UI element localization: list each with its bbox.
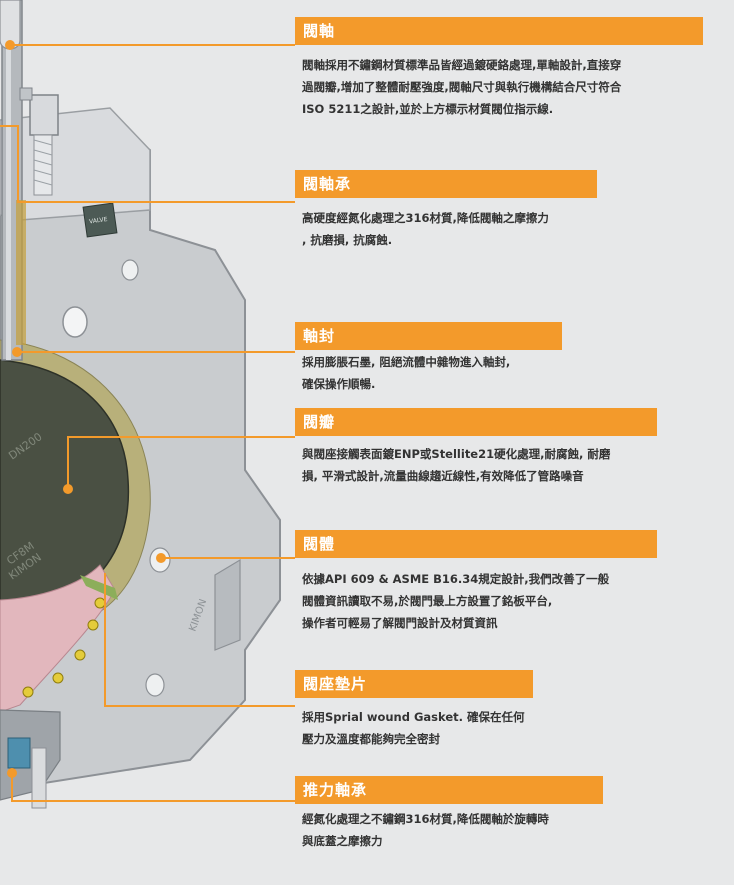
stem-packing [16, 200, 26, 345]
bolt-hole [121, 259, 139, 281]
leader-seal [16, 351, 295, 353]
desc-line: 過閥瓣,增加了整體耐壓強度,閥軸尺寸與執行機構結合尺寸符合 [302, 80, 622, 94]
part-desc-disc: 與閥座接觸表面鍍ENP或Stellite21硬化處理,耐腐蝕, 耐磨 損, 平滑… [302, 443, 610, 487]
thrust-bearing [7, 737, 31, 769]
leader-dot-stem [5, 40, 15, 50]
leader-thrust [11, 772, 13, 802]
desc-line: 採用Sprial wound Gasket. 確保在任何 [302, 710, 525, 724]
bolt-hole [62, 306, 88, 338]
part-title: 閥瓣 [303, 413, 336, 431]
leader-gasket [104, 705, 295, 707]
desc-line: , 抗磨損, 抗腐蝕. [302, 233, 393, 247]
leader-dot-body [156, 553, 166, 563]
desc-line: 經氮化處理之不鏽鋼316材質,降低閥軸於旋轉時 [302, 812, 549, 826]
desc-line: 依據API 609 & ASME B16.34規定設計,我們改善了一般 [302, 572, 610, 586]
part-desc-bearing: 高硬度經氮化處理之316材質,降低閥軸之摩擦力 , 抗磨損, 抗腐蝕. [302, 207, 549, 251]
desc-line: 操作者可輕易了解閥門設計及材質資訊 [302, 616, 498, 630]
leader-bearing [17, 201, 295, 203]
part-desc-seal: 採用膨脹石墨, 阻絕流體中雜物進入軸封, 確保操作順暢. [302, 351, 510, 395]
leader-body [165, 557, 295, 559]
leader-bearing [17, 125, 19, 203]
desc-line: 壓力及溫度都能夠完全密封 [302, 732, 440, 746]
gasket-bolt [87, 619, 99, 631]
part-header-bearing: 閥軸承 [295, 170, 597, 198]
part-header-thrust: 推力軸承 [295, 776, 603, 804]
gasket-bolt [22, 686, 34, 698]
part-title: 閥軸承 [303, 175, 352, 193]
desc-line: 採用膨脹石墨, 阻絕流體中雜物進入軸封, [302, 355, 511, 369]
name-plate [82, 202, 118, 238]
part-desc-body: 依據API 609 & ASME B16.34規定設計,我們改善了一般 閥體資訊… [302, 568, 609, 634]
leader-thrust [11, 800, 295, 802]
part-title: 閥座墊片 [303, 675, 368, 693]
desc-line: 損, 平滑式設計,流量曲線趨近線性,有效降低了管路噪音 [302, 469, 584, 483]
leader-dot-disc [63, 484, 73, 494]
top-nut [29, 94, 59, 136]
gasket-bolt [52, 672, 64, 684]
desc-line: 閥軸採用不鏽鋼材質標準品皆經過鍍硬鉻處理,單軸設計,直接穿 [302, 58, 622, 72]
desc-line: 閥體資訊讀取不易,於閥門最上方設置了銘板平台, [302, 594, 553, 608]
leader-dot-thrust [7, 768, 17, 778]
desc-line: ISO 5211之設計,並於上方標示材質閥位指示線. [302, 102, 554, 116]
name-plate-text: VALVE [89, 216, 108, 226]
desc-line: 確保操作順暢. [302, 377, 376, 391]
top-stud-threads [33, 139, 53, 186]
part-desc-gasket: 採用Sprial wound Gasket. 確保在任何 壓力及溫度都能夠完全密… [302, 706, 525, 750]
part-title: 推力軸承 [303, 781, 368, 799]
part-title: 軸封 [303, 327, 336, 345]
part-header-disc: 閥瓣 [295, 408, 657, 436]
body-lug [214, 558, 241, 651]
leader-bearing [0, 125, 18, 127]
part-desc-thrust: 經氮化處理之不鏽鋼316材質,降低閥軸於旋轉時 與底蓋之摩擦力 [302, 808, 549, 852]
desc-line: 高硬度經氮化處理之316材質,降低閥軸之摩擦力 [302, 211, 549, 225]
leader-gasket [104, 573, 106, 707]
leader-dot-seal [12, 347, 22, 357]
part-header-gasket: 閥座墊片 [295, 670, 533, 698]
part-header-body: 閥體 [295, 530, 657, 558]
part-desc-stem: 閥軸採用不鏽鋼材質標準品皆經過鍍硬鉻處理,單軸設計,直接穿 過閥瓣,增加了整體耐… [302, 54, 621, 120]
bolt-hole [145, 673, 165, 697]
part-title: 閥體 [303, 535, 336, 553]
part-title: 閥軸 [303, 22, 336, 40]
packing-gland [19, 87, 33, 101]
gasket-bolt [74, 649, 86, 661]
stem-highlight [6, 0, 11, 360]
part-header-stem: 閥軸 [295, 17, 703, 45]
bottom-stud [31, 747, 47, 809]
leader-disc [67, 436, 295, 438]
part-header-seal: 軸封 [295, 322, 562, 350]
leader-stem [10, 44, 295, 46]
gasket-edge [80, 575, 118, 600]
leader-disc [67, 436, 69, 490]
desc-line: 與閥座接觸表面鍍ENP或Stellite21硬化處理,耐腐蝕, 耐磨 [302, 447, 611, 461]
desc-line: 與底蓋之摩擦力 [302, 834, 383, 848]
